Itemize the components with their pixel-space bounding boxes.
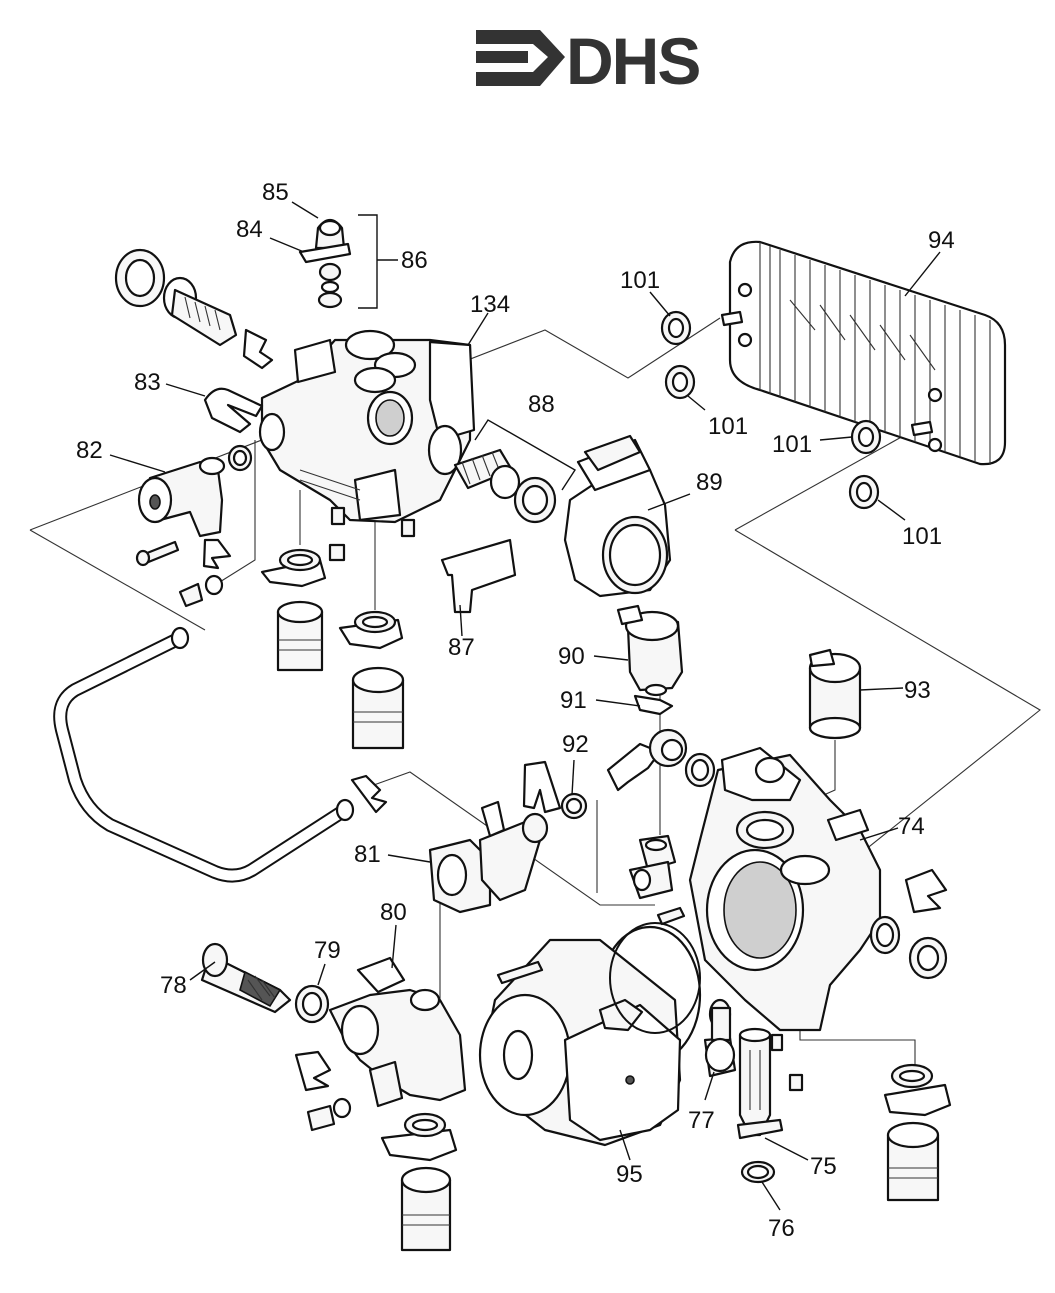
connection-fittings-left [260,548,405,750]
label-74: 74 [898,813,925,840]
seal-92-inner [565,797,583,815]
label-95: 95 [616,1161,643,1188]
hydraulic-valve-block [258,329,476,524]
logo-arrow-mark [476,30,565,86]
pressure-relief-valve-parts [114,248,274,370]
label-76: 76 [768,1215,795,1242]
label-101-a: 101 [620,267,660,294]
pump-housing-74 [628,746,948,1032]
label-92: 92 [562,731,589,758]
connection-fittings-bottom [380,1063,952,1252]
logo-bar [476,51,528,63]
pressure-switch-parts [298,214,378,309]
sensor-75 [736,1027,804,1184]
label-81: 81 [354,841,381,868]
seal-rings-101 [660,310,882,510]
seal-101-a [660,310,692,346]
label-87: 87 [448,634,475,661]
seal-101-d [848,474,880,510]
automatic-air-vent-90 [616,604,684,716]
valve-81 [428,800,549,914]
label-101-d: 101 [902,523,942,550]
label-79: 79 [314,937,341,964]
clip-83 [203,387,264,434]
air-vent-93 [808,648,862,740]
filter-78 [200,942,292,1014]
label-82: 82 [76,437,103,464]
diverter-valve-actuator [563,434,672,598]
seal-101-b [664,364,696,400]
label-85: 85 [262,179,289,206]
dhs-logo: DHS [476,24,701,98]
part-labels: 85 84 86 134 83 82 88 89 87 101 101 101 … [76,179,955,1242]
seal-79 [294,984,330,1024]
logo-text: DHS [566,24,699,98]
label-101-b: 101 [708,413,748,440]
label-75: 75 [810,1153,837,1180]
label-93: 93 [904,677,931,704]
label-84: 84 [236,216,263,243]
pump-o-ring [609,922,701,1034]
label-88: 88 [528,391,555,418]
label-134: 134 [470,291,510,318]
label-94: 94 [928,227,955,254]
label-83: 83 [134,369,161,396]
pump-motor-95 [478,925,702,1147]
drain-cock-77 [703,998,737,1078]
plate-heat-exchanger [720,240,1007,466]
label-91: 91 [560,687,587,714]
label-80: 80 [380,899,407,926]
label-77: 77 [688,1107,715,1134]
bypass-pipe [53,626,388,883]
label-78: 78 [160,972,187,999]
drain-valve-82 [137,444,253,538]
valve-body-80 [294,956,467,1132]
small-fixings-top [135,506,416,608]
bracket-87 [440,538,517,614]
seal-101-c [850,419,882,455]
leader-lines [109,201,941,1211]
exchanger-plates [779,250,991,465]
label-86: 86 [401,247,428,274]
clip-middle [522,760,562,814]
connection-fittings-mid [606,728,716,792]
label-89: 89 [696,469,723,496]
label-90: 90 [558,643,585,670]
diverter-valve-parts [453,419,576,524]
label-101-c: 101 [772,431,812,458]
